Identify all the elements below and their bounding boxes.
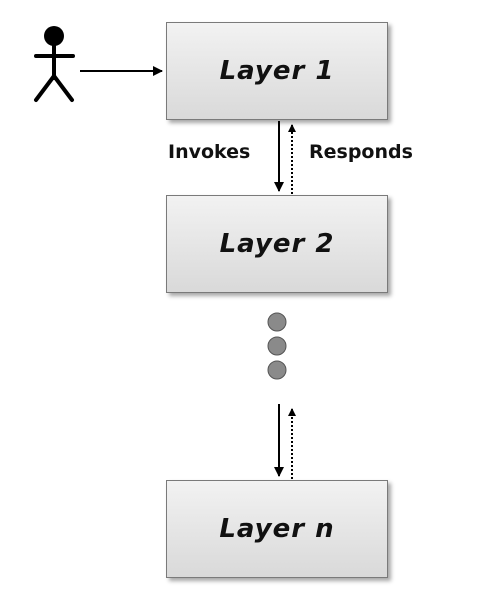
layer-2-box: Layer 2 — [166, 195, 388, 293]
invokes-label: Invokes — [168, 141, 251, 163]
responds-label: Responds — [309, 141, 413, 163]
layer-n-label: Layer n — [219, 514, 335, 544]
layer-n-box: Layer n — [166, 480, 388, 578]
layer-2-label: Layer 2 — [219, 229, 335, 259]
layer-1-label: Layer 1 — [219, 56, 335, 86]
stick-figure-user-icon — [34, 26, 75, 102]
layer-1-box: Layer 1 — [166, 22, 388, 120]
vertical-dots-ellipsis-icon — [267, 312, 287, 380]
